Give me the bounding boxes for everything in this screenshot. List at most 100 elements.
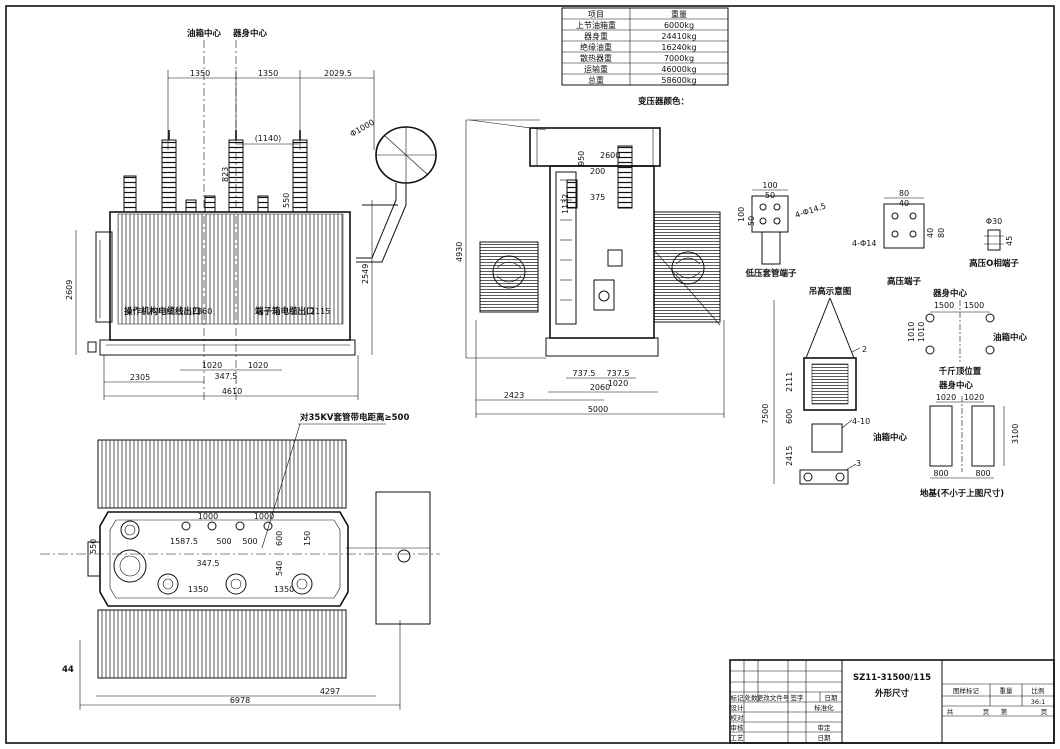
dim-1020: 1020 [608,379,628,388]
lv-terminal-title: 低压套管端子 [744,268,797,279]
dim-phi1000: Φ1000 [349,118,377,139]
jack-title: 千斤顶位置 [939,366,982,377]
dim-50: 50 [747,216,756,226]
model-number: SZ11-31500/115 [853,673,931,683]
dim-347-5: 347.5 [197,559,220,568]
lv-terminal-detail: 100 50 100 50 4-Φ14.5 低压套管端子 [737,181,827,279]
table-header-weight: 重量 [671,9,687,19]
front-view: 油箱中心 器身中心 1350 1350 2029.5 (1140) Φ1000 [65,28,437,400]
table-cell: 运输重 [584,64,608,74]
dim-823: 823 [221,167,230,182]
rev-header: 更改文件号 [757,693,790,702]
dim-45: 45 [1005,236,1014,246]
dim-80: 80 [899,189,909,198]
page-number: 44 [62,665,74,675]
dim-4930: 4930 [455,242,464,262]
foundation-label-tap: 油箱中心 [873,432,908,443]
dim-1010: 1010 [917,322,926,342]
stage-header: 比例 [1032,686,1045,695]
weight-table: 项目 重量 上节油箱重 6000kg 器身重 24410kg 绝缘油重 1624… [561,7,729,86]
table-cell: 46000kg [661,65,696,74]
sign-label: 审定 [818,723,832,732]
dim-1350: 1350 [258,69,278,78]
mark-4-10: 4-10 [852,417,870,426]
scale: 36:1 [1031,698,1046,706]
sheet-label: 页 [1041,708,1048,716]
dim-80: 80 [937,228,946,238]
dim-2415: 2415 [785,446,794,466]
dim-5000: 5000 [588,405,608,414]
dim-347-5: 347.5 [215,372,238,381]
dim-1350: 1350 [190,69,210,78]
dim-100: 100 [737,207,746,222]
dim-100: 100 [762,181,777,190]
hv0-terminal-detail: Φ30 45 高压O相端子 [969,217,1019,269]
plan-view: 对35KV套管带电距离≥500 550 1000 1000 500 [40,412,440,710]
dim-1140: (1140) [255,134,282,143]
dim-40: 40 [899,199,909,208]
rev-header: 处数 [745,693,759,702]
role-label: 审核 [731,723,745,732]
dim-1000: 1000 [254,512,274,521]
dim-1020: 1020 [936,393,956,402]
sheet-border [5,5,1055,744]
foundation-label-body: 器身中心 [938,380,974,391]
rev-header: 日期 [825,694,839,702]
mark-3: 3 [856,459,861,468]
dim-950: 950 [577,151,586,166]
dim-2029-5: 2029.5 [324,69,352,78]
dim-50: 50 [765,191,775,200]
table-cell: 上节油箱重 [576,20,616,30]
table-cell: 16240kg [661,43,696,52]
stage-header: 图样标记 [953,686,980,695]
mark-2: 2 [862,345,867,354]
hv0-terminal-title: 高压O相端子 [969,258,1019,269]
dim-1020: 1020 [202,361,222,370]
lift-title: 吊高示意图 [809,286,852,297]
dim-1010: 1010 [907,322,916,342]
side-view: 2600 200 950 375 1132 4930 737.5 737.5 1… [455,119,725,418]
sign-label: 日期 [818,734,832,742]
dim-1000: 1000 [198,512,218,521]
drawing-name: 外形尺寸 [874,688,910,699]
hv-terminal-detail: 80 40 40 80 4-Φ14 高压端子 [852,189,946,287]
label-tap-center: 油箱中心 [187,28,222,39]
dim-2860: 2860 [192,307,212,316]
table-cell: 器身重 [584,31,608,41]
label-terminal-outlet: 端子箱电缆出口 [255,306,315,317]
dim-3100: 3100 [1011,424,1020,444]
dim-1500: 1500 [934,301,954,310]
dim-2423: 2423 [504,391,524,400]
dim-1132: 1132 [561,194,570,214]
table-cell: 散热器重 [580,53,612,63]
dim-2115: 2115 [310,307,330,316]
jack-label-body: 器身中心 [932,288,968,299]
title-block: 标记 处数 更改文件号 签字 日期 设计 校对 审核 工艺 标准化 审定 日期 … [729,659,1055,744]
dim-2549: 2549 [361,264,370,284]
label-body-center: 器身中心 [232,28,268,39]
dim-800: 800 [975,469,990,478]
stage-header: 重量 [1000,687,1014,695]
lift-view: 吊高示意图 2111 600 7500 2415 2 4-10 3 [761,286,870,485]
table-cell: 总重 [588,75,604,85]
table-cell: 7000kg [664,54,694,63]
dim-737-5: 737.5 [573,369,596,378]
dim-540: 540 [275,561,284,576]
dim-phi30: Φ30 [986,217,1002,226]
lv-hole-spec: 4-Φ14.5 [794,201,827,219]
dim-4297: 4297 [320,687,340,696]
foundation-view: 器身中心 1020 1020 油箱中心 3100 800 800 地基(不小于上… [873,380,1020,499]
dim-500: 500 [216,537,231,546]
role-label: 校对 [731,713,745,722]
dim-1350: 1350 [274,585,294,594]
dim-1020: 1020 [964,393,984,402]
color-note: 变压器颜色： [638,96,689,107]
dim-500: 500 [242,537,257,546]
hv-hole-spec: 4-Φ14 [852,239,876,248]
rev-header: 签字 [791,693,805,702]
dim-150: 150 [303,531,312,546]
dim-1500: 1500 [964,301,984,310]
dim-737-5: 737.5 [607,369,630,378]
dim-600: 600 [785,409,794,424]
